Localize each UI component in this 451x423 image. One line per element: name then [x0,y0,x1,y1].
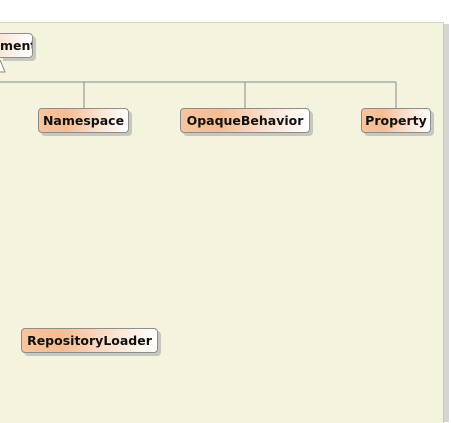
class-node-property[interactable]: Property [361,108,431,133]
canvas-edge-shadow [444,24,449,422]
diagram-canvas [0,22,444,423]
class-node-opaque-behavior[interactable]: OpaqueBehavior [180,108,310,133]
class-node-namespace[interactable]: Namespace [38,108,129,133]
class-node-repository-loader[interactable]: RepositoryLoader [21,328,158,353]
parent-class-node[interactable]: ment [0,33,33,58]
